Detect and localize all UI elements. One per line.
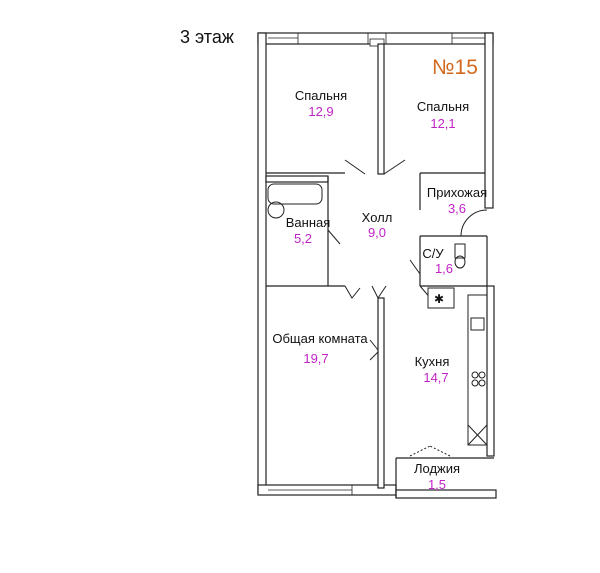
room-bedroom-2: Спальня 12,1 — [417, 99, 469, 131]
room-hallway: Прихожая 3,6 — [427, 185, 487, 216]
room-living: Общая комната 19,7 — [272, 331, 368, 366]
doors — [327, 159, 488, 457]
room-area: 3,6 — [448, 201, 466, 216]
room-bedroom-1: Спальня 12,9 — [295, 88, 347, 119]
room-name: Прихожая — [427, 185, 487, 200]
room-wc: С/У 1,6 — [422, 246, 453, 276]
room-hall: Холл 9,0 — [362, 210, 393, 240]
kitchen-counter — [467, 294, 488, 446]
room-area: 14,7 — [423, 370, 448, 385]
room-area: 1,5 — [428, 477, 446, 492]
room-name: С/У — [422, 246, 444, 261]
ventilation-shaft: ✱ — [427, 287, 455, 309]
room-area: 12,1 — [430, 116, 455, 131]
room-kitchen: Кухня 14,7 — [415, 354, 450, 385]
washbasin-icon — [267, 201, 285, 219]
floor-label: 3 этаж — [180, 27, 234, 47]
toilet-icon — [454, 243, 466, 269]
room-loggia: Лоджия 1,5 — [414, 461, 460, 492]
interior-walls — [265, 43, 495, 498]
room-name: Лоджия — [414, 461, 460, 476]
room-name: Спальня — [295, 88, 347, 103]
room-name: Спальня — [417, 99, 469, 114]
stove-icon: ✱ — [434, 292, 444, 306]
room-area: 12,9 — [308, 104, 333, 119]
room-area: 5,2 — [294, 231, 312, 246]
room-area: 1,6 — [435, 261, 453, 276]
apartment-number: №15 — [432, 56, 478, 79]
room-area: 9,0 — [368, 225, 386, 240]
room-area: 19,7 — [303, 351, 328, 366]
exterior-walls — [257, 32, 497, 499]
room-name: Кухня — [415, 354, 450, 369]
room-bathroom: Ванная 5,2 — [286, 215, 331, 246]
bathtub-icon — [267, 183, 323, 205]
room-name: Общая комната — [272, 331, 368, 346]
room-name: Ванная — [286, 215, 331, 230]
room-name: Холл — [362, 210, 393, 225]
